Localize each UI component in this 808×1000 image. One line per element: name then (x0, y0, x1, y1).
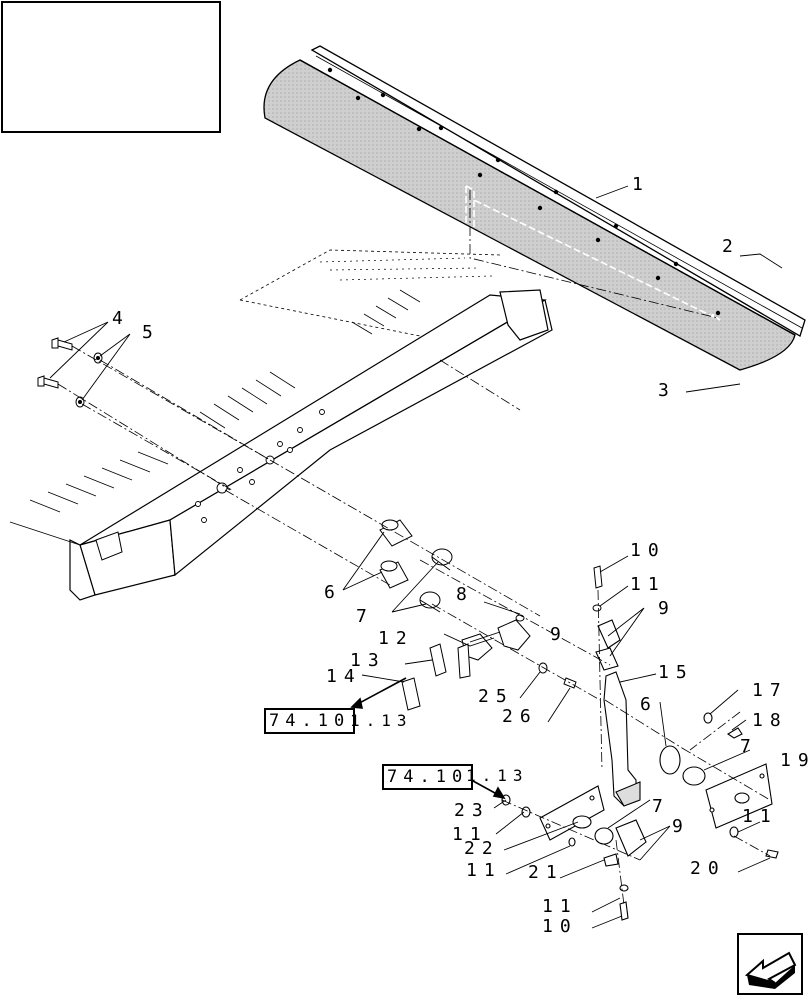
callout-label: 21 (528, 862, 564, 883)
lower-bracket (501, 785, 647, 921)
arrow-down-left-icon (744, 951, 797, 989)
callout-label: 13 (350, 650, 386, 671)
callout-label: 15 (658, 662, 694, 683)
support-arm (595, 619, 706, 807)
callout-label: 6 (324, 582, 342, 603)
cross-reference-suffix: 1.13 (350, 711, 413, 730)
deflector-shield (263, 45, 806, 371)
callout-label: 3 (658, 380, 676, 401)
mounting-plate (703, 712, 779, 859)
pivot-pins (379, 519, 453, 613)
callout-label: 9 (550, 624, 568, 645)
callout-label: 9 (672, 816, 690, 837)
callout-label: 6 (640, 694, 658, 715)
assembly-centerlines (57, 190, 771, 906)
callout-label: 19 (780, 750, 808, 771)
center-clamp-assembly (401, 614, 577, 711)
cross-reference-link[interactable]: 74.10 (264, 708, 356, 734)
callout-label: 14 (326, 666, 362, 687)
callout-label: 8 (456, 584, 474, 605)
callout-label: 9 (658, 598, 676, 619)
callout-label: 17 (752, 680, 788, 701)
frame-bolts (37, 337, 103, 408)
callout-label: 11 (542, 896, 578, 917)
callout-label: 7 (740, 736, 758, 757)
callout-label: 2 (722, 236, 740, 257)
reel-teeth (9, 289, 421, 546)
callout-label: 10 (542, 916, 578, 937)
shield-holes (327, 67, 721, 316)
cross-reference-suffix: 1.13 (466, 766, 529, 785)
leader-lines (49, 185, 783, 929)
shield-hidden-outline (465, 185, 721, 321)
callout-label: 23 (454, 800, 490, 821)
cross-reference-link[interactable]: 74.10 (382, 764, 474, 790)
top-bolt-washer (592, 565, 603, 612)
callout-label: 1 (632, 174, 650, 195)
callout-label: 26 (502, 706, 538, 727)
callout-label: 25 (478, 686, 514, 707)
callout-label: 11 (742, 806, 778, 827)
callout-label: 20 (690, 858, 726, 879)
inset-view-frame (1, 1, 221, 133)
callout-label: 10 (630, 540, 666, 561)
callout-label: 7 (356, 606, 374, 627)
callout-label: 7 (652, 796, 670, 817)
callout-label: 5 (142, 322, 160, 343)
next-page-button[interactable] (737, 933, 803, 995)
callout-label: 22 (464, 838, 500, 859)
callout-label: 11 (466, 860, 502, 881)
callout-label: 11 (630, 574, 666, 595)
header-frame (69, 249, 553, 601)
callout-label: 11 (452, 824, 488, 845)
end-plate-detail (95, 531, 123, 561)
callout-label: 4 (112, 308, 130, 329)
callout-label: 18 (752, 710, 788, 731)
callout-label: 12 (378, 628, 414, 649)
